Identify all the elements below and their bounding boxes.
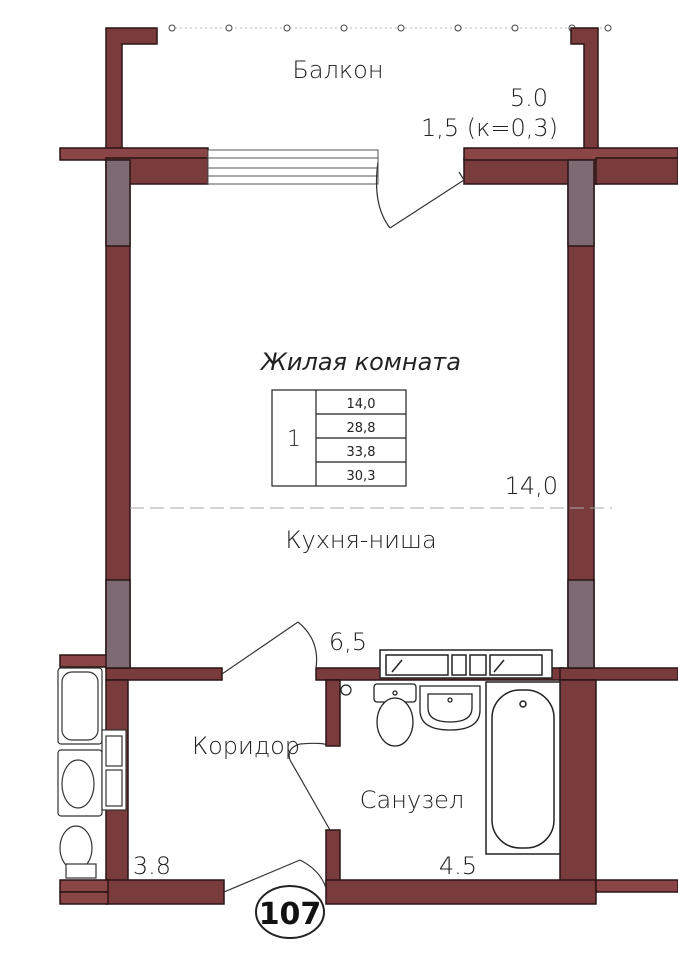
balcony-wall-right (570, 27, 599, 161)
columns (105, 159, 595, 669)
column-top-right (567, 159, 595, 247)
mid-wall-far-right (559, 667, 678, 681)
door-swing-icon (375, 161, 465, 229)
neighbor-fixtures (57, 667, 127, 879)
partition-upper (325, 679, 341, 747)
balcony-area: 5.0 (510, 84, 548, 112)
corridor-area: 3.8 (133, 852, 171, 880)
bathroom-area: 4.5 (439, 852, 477, 880)
meter-icon (340, 684, 352, 696)
bottom-wall-left (105, 879, 225, 905)
bathroom-label: Санузел (360, 786, 464, 814)
balcony-label: Балкон (292, 56, 383, 84)
door-swing-icon (288, 742, 331, 831)
kitchen-cabinet-icon (379, 649, 553, 679)
bottom-wall-far-left (59, 879, 109, 893)
balcony-coef: 1,5 (к=0,3) (421, 114, 558, 142)
mid-wall-left (105, 667, 223, 681)
sink-icon (419, 685, 481, 731)
balcony-railing (168, 24, 612, 32)
right-wall-lower (559, 679, 597, 887)
mid-wall-left-ext (59, 654, 109, 668)
living-room-label: Жилая комната (259, 348, 461, 376)
neighbor-wall (59, 891, 109, 905)
kitchen-area: 6,5 (329, 628, 367, 656)
area-table-row: 33,8 (347, 445, 376, 460)
column-mid-left (105, 579, 131, 669)
balcony-wall-left (105, 27, 158, 161)
column-top-left (105, 159, 131, 247)
corridor-label: Коридор (192, 732, 300, 760)
bathtub-icon (485, 681, 561, 855)
window-icon (207, 149, 379, 185)
partition-lower (325, 829, 341, 887)
column-mid-right (567, 579, 595, 669)
door-swing-icon (221, 621, 318, 675)
bottom-wall-far-right (595, 879, 678, 893)
area-table-row: 14,0 (347, 397, 376, 412)
apartment-number-badge: 107 (255, 885, 325, 939)
area-table-row: 28,8 (347, 421, 376, 436)
door-swing-icon (223, 859, 327, 893)
top-wall-far-right (595, 157, 678, 185)
area-table-row: 30,3 (347, 469, 376, 484)
kitchen-label: Кухня-ниша (285, 526, 436, 554)
living-area: 14,0 (505, 472, 558, 500)
apartment-number: 107 (259, 897, 322, 932)
toilet-icon (373, 683, 417, 747)
bottom-wall-right (325, 879, 597, 905)
area-table-rooms: 1 (287, 427, 301, 452)
area-table (271, 389, 407, 487)
